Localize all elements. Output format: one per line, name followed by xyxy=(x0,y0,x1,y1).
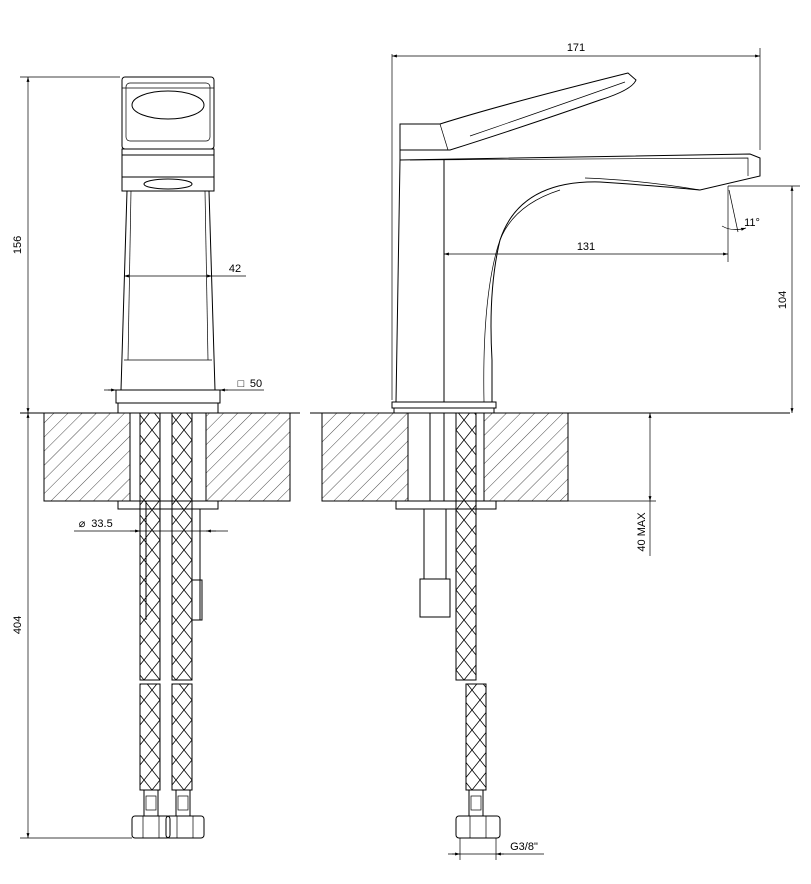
dim-base-square: 50 xyxy=(250,378,262,390)
dim-width-overall: 171 xyxy=(567,42,585,54)
dim-spout-reach: 131 xyxy=(577,241,595,253)
dim-spout-height: 104 xyxy=(777,291,789,309)
dim-height-total: 156 xyxy=(12,236,24,254)
side-hose-lower xyxy=(465,683,487,791)
front-view: 156 404 42 □ 50 ⌀ 33.5 xyxy=(12,76,300,839)
side-hose-upper xyxy=(455,412,477,681)
lever-handle xyxy=(399,72,637,151)
nut-right xyxy=(165,815,205,839)
dim-body-width: 42 xyxy=(229,263,241,275)
handle-recess xyxy=(131,90,205,120)
side-view: 171 131 104 11° 40 MAX G3/8" xyxy=(310,42,800,860)
nut-left xyxy=(131,815,171,839)
hose-right-lower xyxy=(171,683,193,791)
dim-hole-diameter: 33.5 xyxy=(91,518,112,530)
spout xyxy=(399,150,761,402)
side-nut xyxy=(455,815,501,839)
hose-left-upper xyxy=(139,412,161,681)
dim-max-thickness: 40 MAX xyxy=(636,512,648,552)
dim-base-symbol: □ xyxy=(238,378,245,390)
dim-spout-angle: 11° xyxy=(744,217,760,229)
dim-hose-length: 404 xyxy=(12,616,24,634)
dim-thread: G3/8" xyxy=(510,841,538,853)
dim-hole-symbol: ⌀ xyxy=(79,518,86,530)
hose-right-upper xyxy=(171,412,193,681)
hose-left-lower xyxy=(139,683,161,791)
